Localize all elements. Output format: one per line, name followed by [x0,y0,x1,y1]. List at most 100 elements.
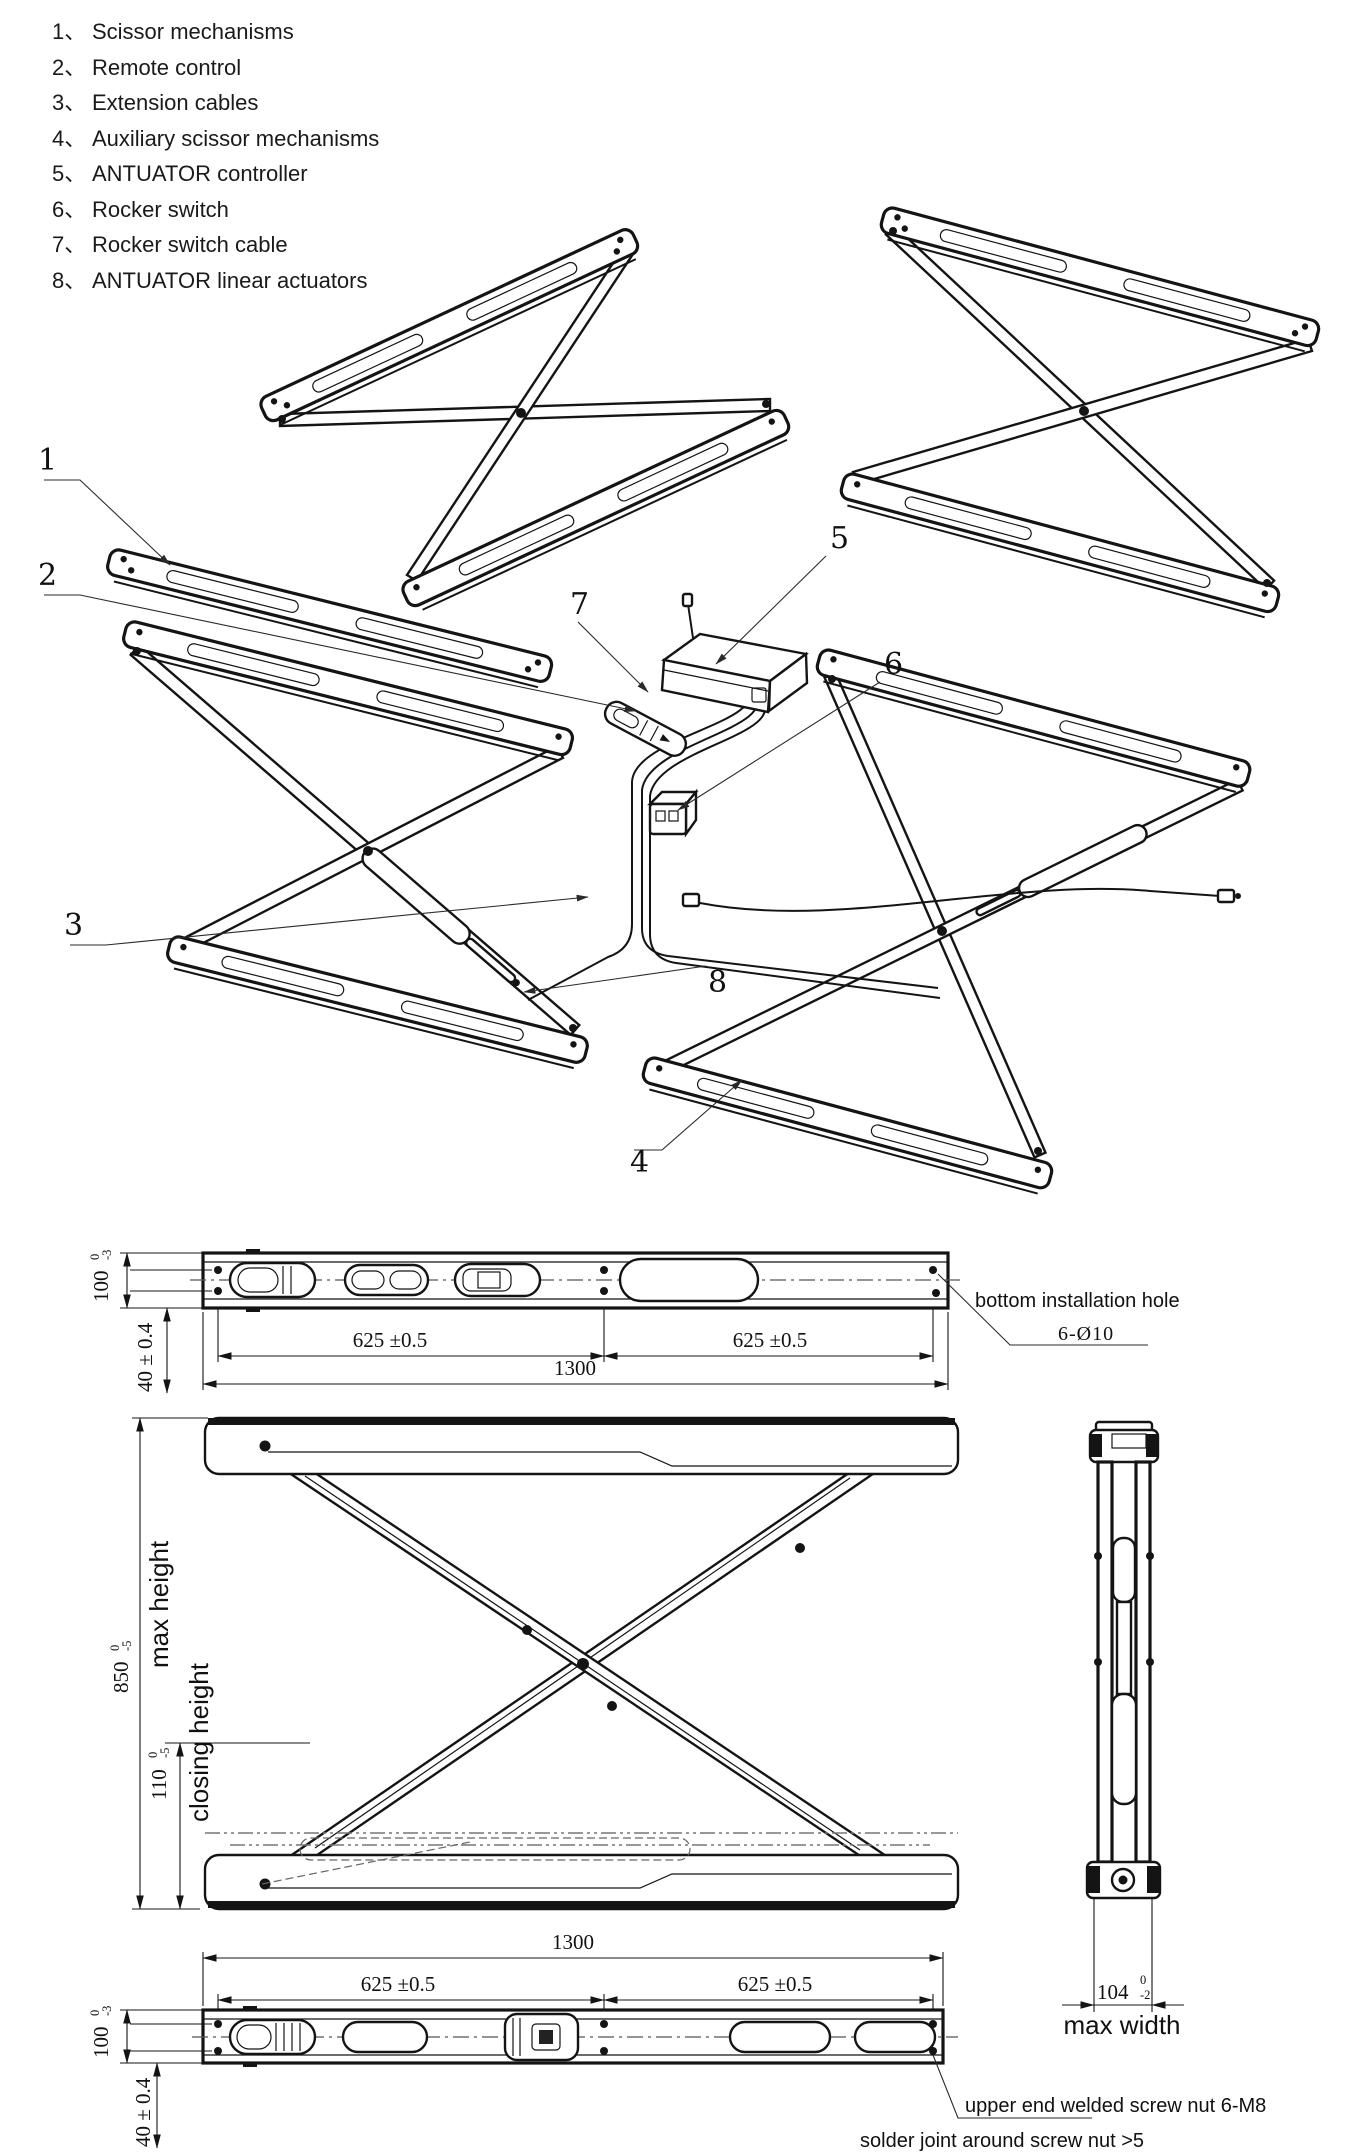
part-label: ANTUATOR controller [92,161,308,186]
bottom-rail [641,1056,1054,1195]
cable-connector [681,892,701,908]
actuator-body [1110,1692,1138,1806]
lower-rail [839,472,1281,619]
slot [228,2018,317,2056]
part-number: 8、 [52,267,87,293]
callout-1: 1 [38,443,57,478]
pivot-dot [937,926,947,936]
scissor-mechanism-main [106,548,589,1070]
dim-625-left: 625 ±0.5 [361,1972,436,1996]
pivot-dot [1034,1147,1042,1155]
scissor-mechanism-right [839,206,1321,619]
rocker-switch [647,788,699,838]
screw-hole [539,2030,553,2044]
side-view: 104 0 -2 max width [1062,1420,1184,2040]
controller-side [767,651,809,714]
center-pivot [577,1658,589,1670]
cable-connector [1216,888,1236,904]
antenna [681,592,694,608]
linear-actuator [975,823,1148,917]
scissor-arm [822,671,1048,1159]
actuator-rod [1115,1600,1133,1696]
top-view: 100 0 -3 40 ± 0.4 625 ±0.5 625 ±0.5 1300 [88,1249,1180,1394]
pivot-dot [1263,579,1271,587]
phantom-actuator [299,1837,691,1861]
parts-list-item-4: 4、Auxiliary scissor mechanisms [52,121,379,157]
scissor-arm [655,777,1245,1078]
solder-note: solder joint around screw nut >5 [860,2130,1144,2152]
bottom-view: 1300 625 ±0.5 625 ±0.5 [88,1930,1266,2152]
lower-rail [401,408,791,611]
svg-text:-5: -5 [158,1748,172,1758]
parts-list-item-2: 2、Remote control [52,50,379,86]
rocker-switch-cable [527,685,751,1001]
part-number: 6、 [52,196,87,222]
svg-text:0: 0 [88,1254,102,1260]
slot [341,2020,429,2054]
slot [618,1257,760,1303]
part-number: 2、 [52,54,87,80]
svg-text:-3: -3 [100,1250,114,1260]
part-number: 3、 [52,90,87,115]
svg-text:-3: -3 [100,2006,114,2016]
part-number: 5、 [52,161,87,186]
leader-2 [44,594,637,712]
part-label: Scissor mechanisms [92,19,294,44]
parts-list-item-7: 7、Rocker switch cable [52,227,379,263]
pivot-dot [569,1024,577,1032]
upper-rail [259,228,640,426]
pivot-dot [889,227,897,235]
isometric-exploded-view: 1 2 3 4 5 6 7 8 [38,206,1321,1195]
part-label: Auxiliary scissor mechanisms [92,125,380,151]
dim-625-right: 625 ±0.5 [738,1972,813,1996]
svg-text:850: 850 [109,1662,133,1694]
parts-list-item-6: 6、Rocker switch [52,192,379,228]
dim-110: 110 0 -5 [146,1748,172,1800]
controller-box [660,592,809,714]
callout-8: 8 [708,965,727,1000]
pivot-dot [1079,406,1089,416]
part-label: Rocker switch cable [92,232,288,257]
closing-height-label: closing height [184,1662,214,1822]
inner-link [1111,1536,1137,1604]
parts-list-item-5: 5、ANTUATOR controller [52,156,379,192]
dim-100: 100 0 -3 [88,2006,114,2058]
max-height-label: max height [144,1540,174,1668]
leader-5 [715,555,827,665]
slot [853,2020,937,2054]
parts-list: 1、Scissor mechanisms 2、Remote control 3、… [52,14,379,298]
upper-rail [879,206,1321,353]
controller-cable [649,697,941,999]
leader-7 [577,621,649,693]
bottom-rail [166,935,589,1070]
callout-2: 2 [38,558,57,593]
part-label: Remote control [92,54,242,80]
dim-40: 40 ± 0.4 [133,1322,157,1392]
cables [527,685,1241,1001]
callout-7: 7 [570,587,589,622]
svg-text:-5: -5 [120,1641,134,1651]
svg-text:closing height: closing height [184,1662,214,1822]
pivot-dot [278,415,286,423]
dim-625-right: 625 ±0.5 [733,1328,808,1352]
svg-text:40 ± 0.4: 40 ± 0.4 [133,1322,157,1392]
part-label: Extension cables [92,90,259,115]
second-rail [122,620,575,762]
pivot-dot [363,846,373,856]
svg-text:max height: max height [144,1540,174,1668]
remote-control [603,700,688,757]
bottom-rail [203,1853,960,1911]
pivot-dot [133,647,141,655]
svg-text:100: 100 [89,2027,113,2059]
svg-text:100: 100 [89,1271,113,1303]
dim-1300: 1300 [552,1930,594,1954]
upper-rail [815,648,1252,793]
leader-3 [70,894,589,946]
slot [453,1262,542,1298]
hole-note: bottom installation hole [975,1290,1180,1312]
slot [343,1263,430,1297]
leader-6 [677,681,881,811]
svg-text:0: 0 [1140,1973,1146,1987]
